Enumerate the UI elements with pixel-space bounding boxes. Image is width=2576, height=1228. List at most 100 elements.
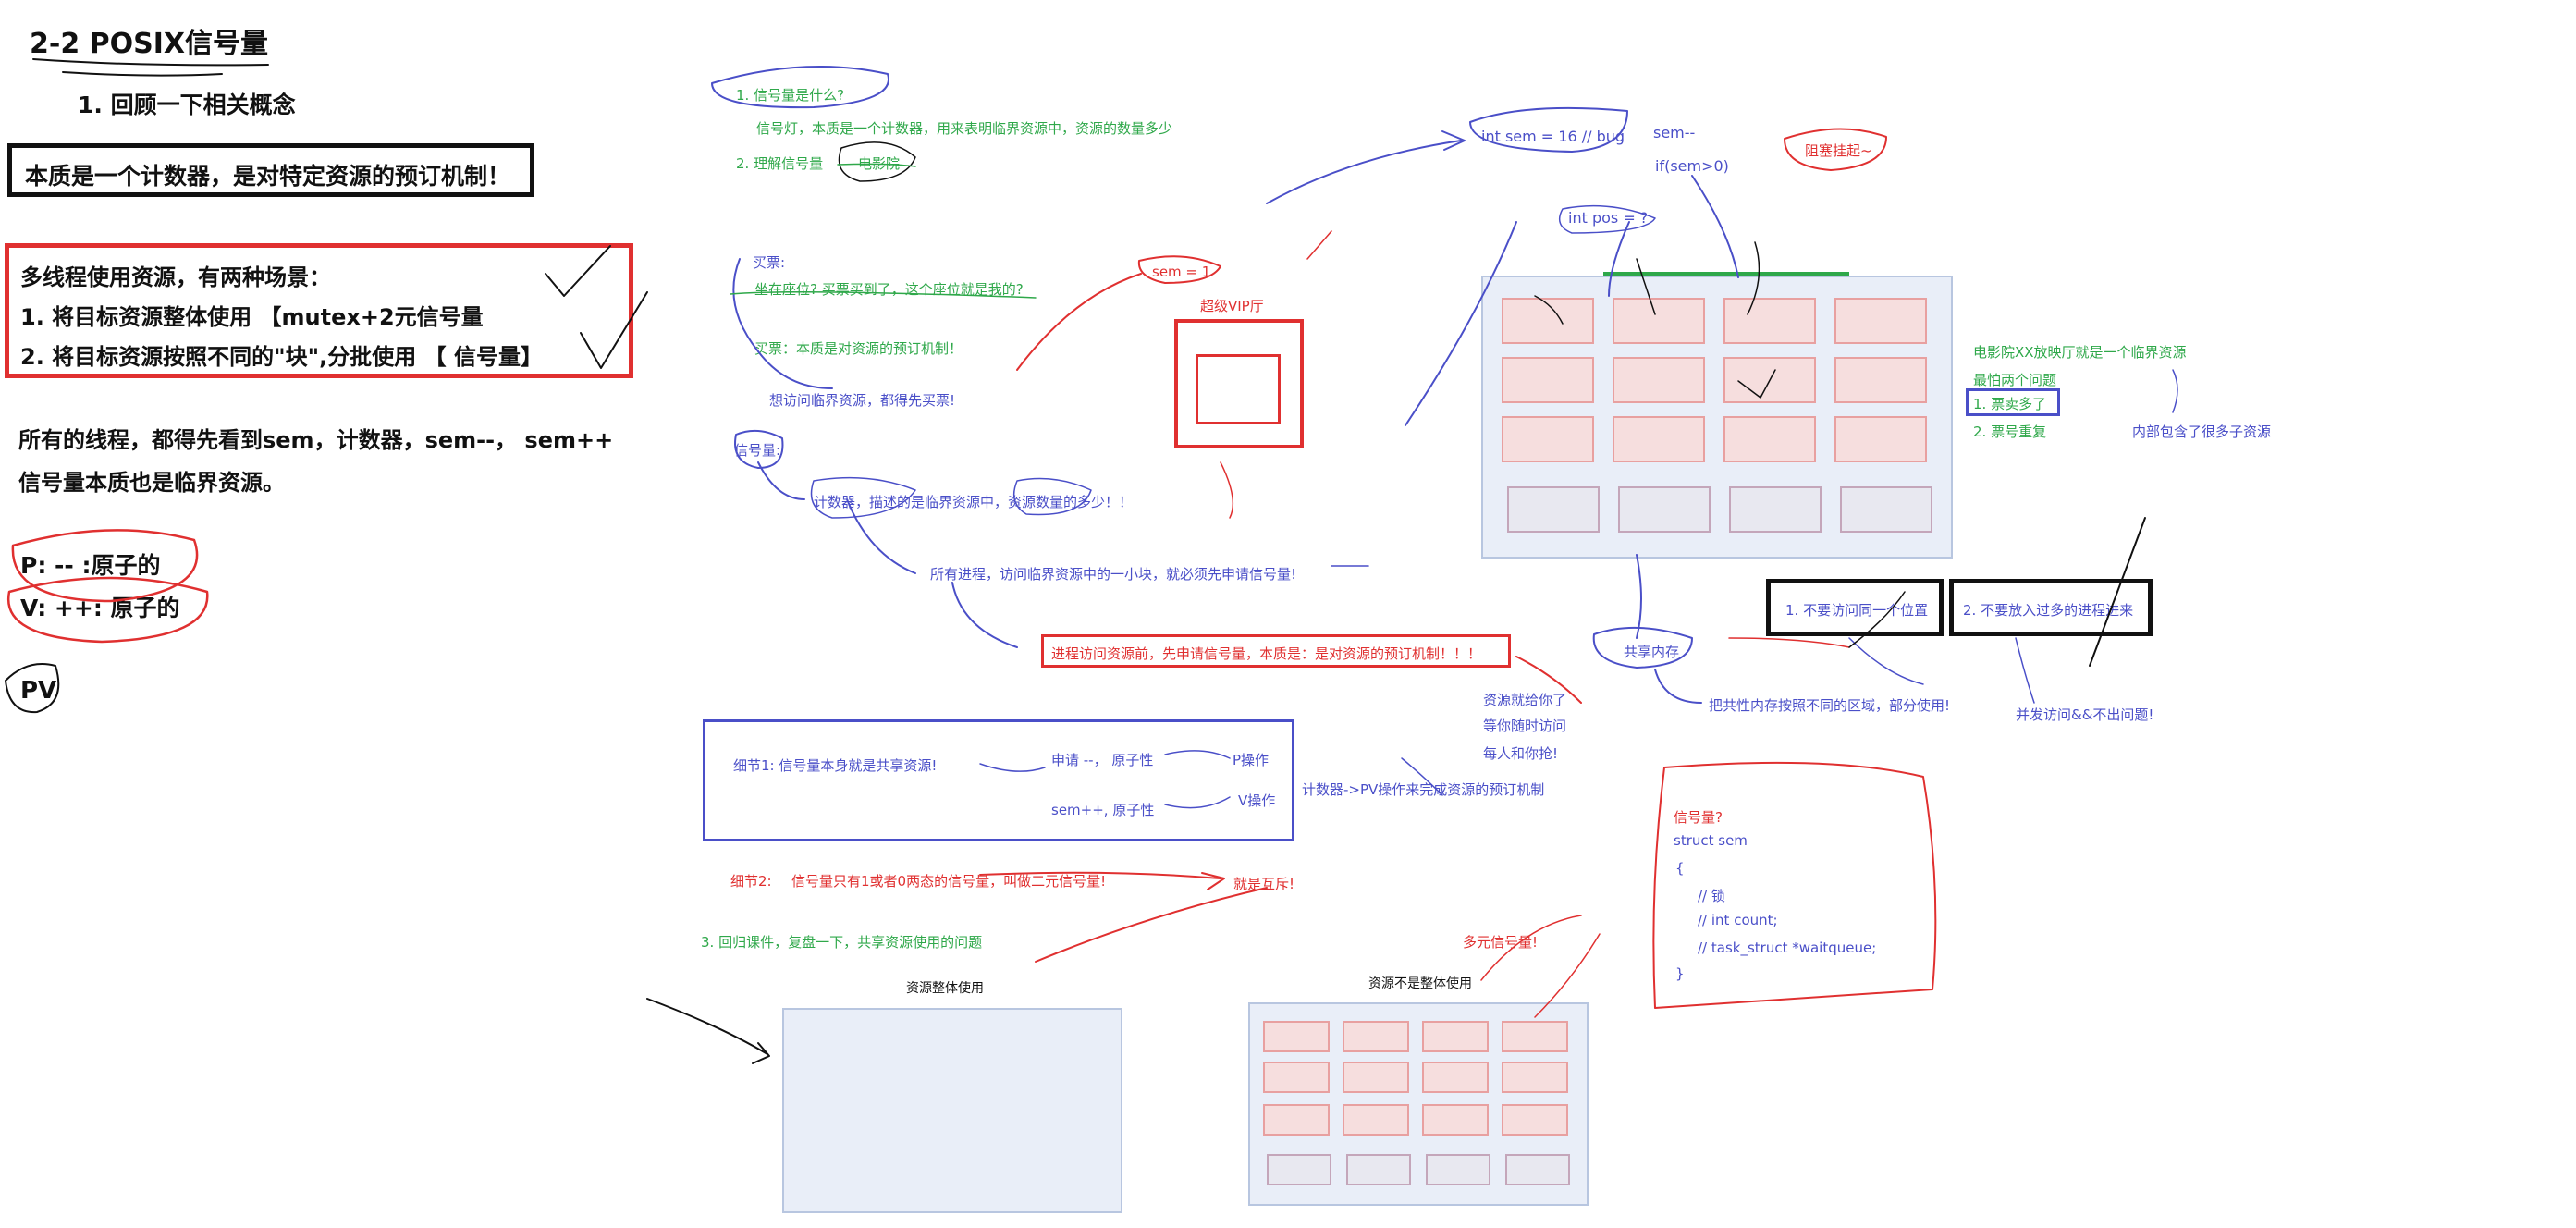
sem-eq-1: sem = 1 xyxy=(1152,264,1211,280)
all-process: 所有进程，访问临界资源中的一小块，就必须先申请信号量! xyxy=(930,566,1297,583)
increment: sem++, 原子性 xyxy=(1051,802,1155,818)
seat xyxy=(1834,416,1927,462)
split-memory: 把共性内存按照不同的区域，部分使用! xyxy=(1709,697,1951,714)
seat xyxy=(1505,1154,1570,1185)
vip-hall-inner xyxy=(1196,354,1281,424)
before-access: 进程访问资源前，先申请信号量，本质是：是对资源的预订机制！！！ xyxy=(1051,645,1482,662)
detail1-box: 细节1: 信号量本身就是共享资源! 申请 --， 原子性 P操作 sem++, … xyxy=(703,719,1294,841)
screen-bar xyxy=(1603,272,1849,276)
seat xyxy=(1267,1154,1331,1185)
seat xyxy=(1502,1021,1568,1052)
scenarios-box: 多线程使用资源，有两种场景： 1. 将目标资源整体使用 【mutex+2元信号量… xyxy=(5,243,633,378)
essence-box: 本质是一个计数器，是对特定资源的预订机制！ xyxy=(7,143,534,197)
semaphore-label: 信号量: xyxy=(734,442,781,459)
seat xyxy=(1263,1021,1330,1052)
want-access: 想访问临界资源，都得先买票! xyxy=(769,392,956,409)
seat xyxy=(1263,1062,1330,1093)
code-struct: struct sem xyxy=(1674,832,1748,849)
seat xyxy=(1834,357,1927,403)
problem-2-box: 2. 不要放入过多的进程进来 xyxy=(1949,579,2153,636)
code-open-brace: { xyxy=(1675,860,1685,877)
vip-hall-label: 超级VIP厅 xyxy=(1200,298,1264,314)
scenarios-title: 多线程使用资源，有两种场景： xyxy=(20,264,331,290)
fear-two: 最怕两个问题 xyxy=(1973,372,2057,388)
concurrent-ok: 并发访问&&不出问题! xyxy=(2016,706,2154,723)
seat xyxy=(1729,486,1822,533)
question-2: 2. 理解信号量 xyxy=(736,155,824,172)
cinema-label: 电影院 xyxy=(858,155,901,172)
detail2-text: 信号量只有1或者0两态的信号量，叫做二元信号量! xyxy=(791,873,1107,890)
seat xyxy=(1422,1021,1489,1052)
v-operation-label: V操作 xyxy=(1238,792,1276,809)
detail1: 细节1: 信号量本身就是共享资源! xyxy=(733,757,938,774)
code-close-brace: } xyxy=(1675,965,1685,982)
seat xyxy=(1502,416,1594,462)
int-pos-decl: int pos = ? xyxy=(1568,209,1649,227)
shared-memory: 共享内存 xyxy=(1624,644,1680,660)
scenario-1: 1. 将目标资源整体使用 【mutex+2元信号量 xyxy=(20,304,484,330)
seat xyxy=(1613,298,1705,344)
resource-yours-1: 资源就给你了 xyxy=(1483,692,1567,708)
seat xyxy=(1426,1154,1490,1185)
seat xyxy=(1263,1104,1330,1136)
seat xyxy=(1723,298,1816,344)
code-question: 信号量? xyxy=(1674,809,1723,826)
p-operation: P: -- :原子的 xyxy=(20,552,161,579)
seat xyxy=(1723,357,1816,403)
all-threads-line-1: 所有的线程，都得先看到sem，计数器，sem--， sem++ xyxy=(18,427,614,453)
question-1-answer: 信号灯，本质是一个计数器，用来表明临界资源中，资源的数量多少 xyxy=(756,120,1173,137)
counter-pv: 计数器->PV操作来完成资源的预订机制 xyxy=(1302,781,1545,798)
seat xyxy=(1502,298,1594,344)
essence-text: 本质是一个计数器，是对特定资源的预订机制！ xyxy=(25,163,511,190)
seat xyxy=(1343,1021,1409,1052)
seat xyxy=(1422,1062,1489,1093)
seat xyxy=(1343,1062,1409,1093)
seat xyxy=(1507,486,1600,533)
code-count: // int count; xyxy=(1698,912,1778,928)
not-whole-label: 资源不是整体使用 xyxy=(1368,976,1472,991)
seat xyxy=(1613,357,1705,403)
question-1: 1. 信号量是什么? xyxy=(736,87,845,104)
oversold-box xyxy=(1966,388,2060,416)
resource-yours-2: 等你随时访问 xyxy=(1483,718,1567,734)
cinema-hall xyxy=(1481,272,1953,559)
seat xyxy=(1834,298,1927,344)
back-to-course: 3. 回归课件，复盘一下，共享资源使用的问题 xyxy=(701,934,983,951)
page-title: 2-2 POSIX信号量 xyxy=(30,28,269,60)
cinema-critical: 电影院XX放映厅就是一个临界资源 xyxy=(1973,344,2187,361)
resource-yours-3: 每人和你抢! xyxy=(1483,745,1559,762)
vip-hall-outer xyxy=(1174,319,1304,448)
block-suspend: 阻塞挂起~ xyxy=(1805,142,1872,159)
multi-sem-label: 多元信号量! xyxy=(1463,934,1539,951)
code-waitqueue: // task_struct *waitqueue; xyxy=(1698,939,1877,956)
partitioned-resource-block xyxy=(1248,1002,1589,1206)
seat-question: 坐在座位? 买票买到了，这个座位就是我的? xyxy=(754,281,1024,298)
buy-ticket-label: 买票: xyxy=(753,254,786,271)
seat xyxy=(1723,416,1816,462)
contains-sub: 内部包含了很多子资源 xyxy=(2132,424,2272,440)
whole-use-label: 资源整体使用 xyxy=(906,981,984,996)
pv-label: PV xyxy=(20,677,57,705)
apply-decrement: 申请 --， 原子性 xyxy=(1051,752,1154,768)
oversold: 1. 票卖多了 xyxy=(1973,396,2047,412)
seat xyxy=(1422,1104,1489,1136)
before-access-box: 进程访问资源前，先申请信号量，本质是：是对资源的预订机制！！！ xyxy=(1041,634,1511,668)
seat xyxy=(1502,357,1594,403)
problem-1-box: 1. 不要访问同一个位置 xyxy=(1766,579,1944,636)
seat xyxy=(1343,1104,1409,1136)
counter-description: 计数器，描述的是临界资源中，资源数量的多少！！ xyxy=(814,494,1134,510)
detail2-label: 细节2: xyxy=(730,873,772,890)
int-sem-decl: int sem = 16 // bug xyxy=(1481,128,1625,145)
seat xyxy=(1618,486,1711,533)
code-lock: // 锁 xyxy=(1698,888,1725,904)
if-sem-check: if(sem>0) xyxy=(1655,157,1729,175)
seat xyxy=(1502,1062,1568,1093)
seat xyxy=(1840,486,1932,533)
scenario-2: 2. 将目标资源按照不同的"块",分批使用 【 信号量】 xyxy=(20,344,544,370)
sem-decrement: sem-- xyxy=(1653,124,1696,141)
seat xyxy=(1613,416,1705,462)
seat xyxy=(1346,1154,1411,1185)
duplicate: 2. 票号重复 xyxy=(1973,424,2047,440)
section-heading: 1. 回顾一下相关概念 xyxy=(78,92,296,118)
seat xyxy=(1502,1104,1568,1136)
